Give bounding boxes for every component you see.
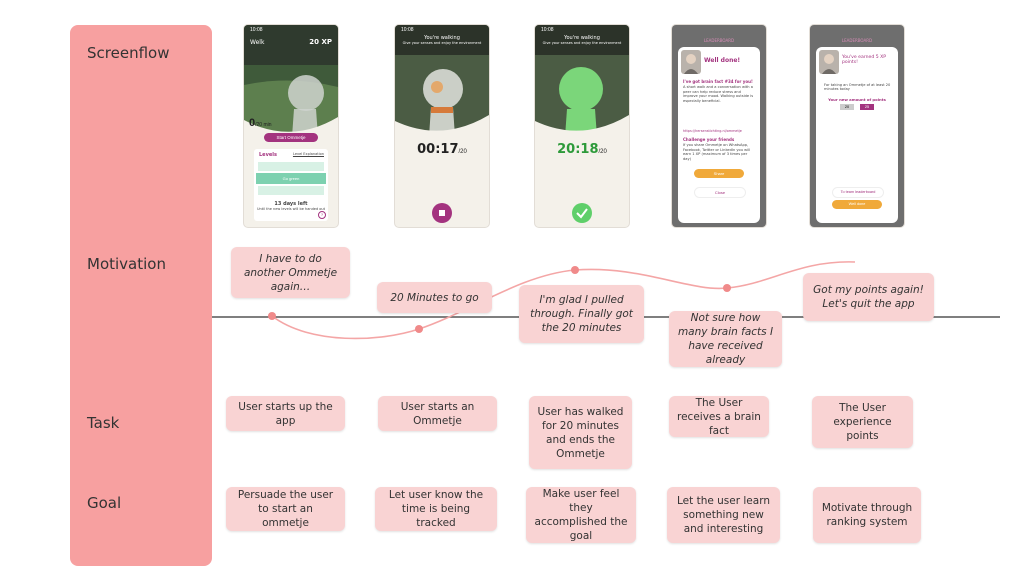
well-done-button[interactable]: Well done: [832, 200, 882, 209]
level-explanation-link[interactable]: Level Explanation: [292, 152, 324, 156]
row-label-sidebar: [70, 25, 212, 566]
levels-title: Levels: [259, 152, 277, 158]
row-label-task: Task: [87, 414, 120, 432]
motivation-note: I have to do another Ommetje again…: [231, 247, 350, 298]
stop-button[interactable]: [432, 203, 452, 223]
walking-title: You're walking: [424, 35, 460, 41]
stop-icon: [439, 210, 445, 216]
motivation-note: 20 Minutes to go: [377, 282, 492, 313]
screen-walk-complete: 10:08 You're walking Give your senses an…: [535, 25, 629, 227]
brain-fact-dialog: Well done! I've got brain fact #34 for y…: [678, 47, 760, 223]
minutes-progress: 0/20 min: [249, 117, 272, 129]
task-note: The User experience points: [812, 396, 913, 448]
dialog-title: Well done!: [704, 57, 741, 64]
screen-brain-fact: LEADERBOARD Well done! I've got brain fa…: [672, 25, 766, 227]
goal-note: Let user know the time is being tracked: [375, 487, 497, 531]
points-dialog: You've earned 5 XP points! For taking an…: [816, 47, 898, 223]
motivation-point: [268, 312, 276, 320]
goal-note: Make user feel they accomplished the goa…: [526, 487, 636, 543]
finish-button[interactable]: [572, 203, 592, 223]
level-row-current: Go green: [256, 173, 326, 184]
goal-note: Let the user learn something new and int…: [667, 487, 780, 543]
header-left: Welk: [250, 39, 265, 46]
screen-walking-timer: 10:08 You're walking Give your senses an…: [395, 25, 489, 227]
motivation-note: I'm glad I pulled through. Finally got t…: [519, 285, 644, 343]
leaderboard-bar-title: LEADERBOARD: [703, 38, 735, 43]
status-time: 10:08: [401, 27, 414, 33]
nature-photo: [244, 25, 338, 137]
row-label-motivation: Motivation: [87, 255, 166, 273]
motivation-note: Got my points again! Let's quit the app: [803, 273, 934, 321]
share-button[interactable]: Share: [694, 169, 744, 178]
walking-photo-complete: [535, 25, 629, 137]
task-note: User starts up the app: [226, 396, 345, 431]
timer-display: 20:18/20: [557, 142, 607, 157]
walking-title: You're walking: [564, 35, 600, 41]
timer-display: 00:17/20: [417, 142, 467, 157]
walking-subtitle: Give your senses and enjoy the environme…: [402, 41, 482, 45]
motivation-point: [571, 266, 579, 274]
fact-heading: I've got brain fact #34 for you!: [683, 79, 753, 84]
level-row: [258, 162, 324, 171]
task-note: The User receives a brain fact: [669, 396, 769, 437]
walking-photo: [395, 25, 489, 137]
days-left: 13 days left: [274, 201, 308, 207]
challenge-heading: Challenge your friends: [683, 137, 735, 142]
status-time: 10:08: [541, 27, 554, 33]
new-amount-label: Your new amount of points: [828, 97, 886, 102]
motivation-point: [723, 284, 731, 292]
row-label-goal: Goal: [87, 494, 122, 512]
avatar: [819, 50, 839, 74]
points-title: You've earned 5 XP points!: [842, 55, 887, 65]
close-button[interactable]: Close: [694, 187, 746, 198]
task-note: User starts an Ommetje: [378, 396, 497, 431]
levels-card: Levels Level Explanation Go green 13 day…: [254, 149, 328, 221]
goal-note: Persuade the user to start an ommetje: [226, 487, 345, 531]
row-label-screenflow: Screenflow: [87, 44, 170, 62]
check-icon: [576, 208, 588, 219]
team-leaderboard-button[interactable]: To team leaderboard: [832, 187, 884, 198]
level-row: [258, 186, 324, 195]
goal-note: Motivate through ranking system: [813, 487, 921, 543]
new-points: 25: [860, 104, 874, 110]
avatar: [681, 50, 701, 74]
points-line: For taking an Ommetje of at least 20 min…: [824, 83, 891, 91]
old-points: 20: [840, 104, 854, 110]
fact-body: A short walk and a conversation with a p…: [683, 85, 754, 103]
xp-counter: 20 XP: [309, 38, 332, 46]
walking-subtitle: Give your senses and enjoy the environme…: [542, 41, 622, 45]
task-note: User has walked for 20 minutes and ends …: [529, 396, 632, 469]
motivation-point: [415, 325, 423, 333]
leaderboard-bar-title: LEADERBOARD: [841, 38, 873, 43]
challenge-body: If you share Ommetje on WhatsApp, Facebo…: [683, 143, 751, 161]
screen-home: 10:08 Welk 20 XP 0/20 min Start Ommetje …: [244, 25, 338, 227]
screen-points-earned: LEADERBOARD You've earned 5 XP points! F…: [810, 25, 904, 227]
help-icon[interactable]: ?: [318, 211, 326, 219]
days-note: Until the new levels will be handed out: [256, 207, 326, 211]
status-time: 10:08: [250, 27, 263, 33]
start-ommetje-button[interactable]: Start Ommetje: [264, 133, 318, 142]
motivation-note: Not sure how many brain facts I have rec…: [669, 311, 782, 367]
fact-link[interactable]: https://hersenstichting.nl/ommetje: [683, 129, 742, 133]
